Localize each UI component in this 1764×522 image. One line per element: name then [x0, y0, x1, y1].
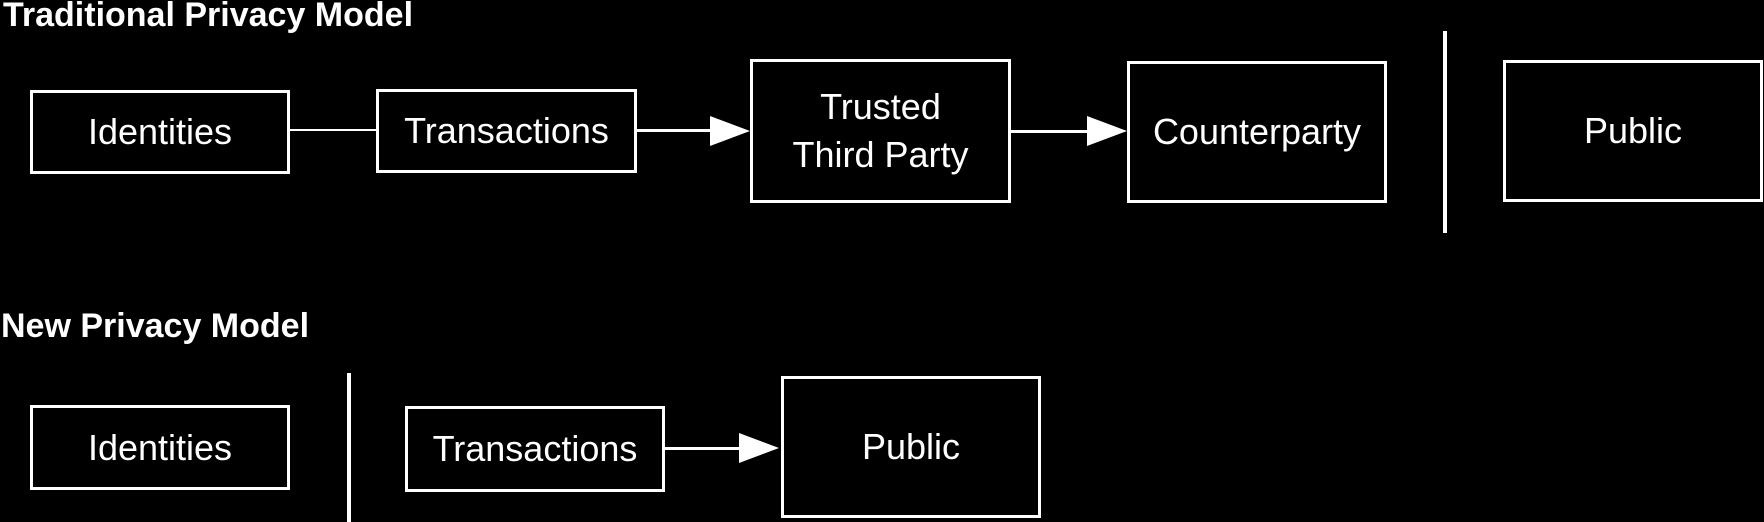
arrow-head-icon [1087, 116, 1127, 146]
node-public-traditional: Public [1503, 60, 1763, 202]
arrow-shaft-transactions-to-trusted-third-party [637, 129, 712, 132]
node-identities-new: Identities [30, 405, 290, 490]
node-counterparty: Counterparty [1127, 61, 1387, 203]
new-model-title: New Privacy Model [1, 307, 310, 345]
node-transactions-traditional: Transactions [376, 89, 637, 173]
node-transactions-new: Transactions [405, 406, 665, 492]
arrow-shaft-transactions-to-public [665, 447, 740, 450]
node-public-new: Public [781, 376, 1041, 518]
arrow-head-icon [710, 116, 750, 146]
privacy-divider-new [347, 373, 351, 522]
arrow-head-icon [739, 433, 779, 463]
traditional-model-title: Traditional Privacy Model [3, 0, 414, 34]
privacy-divider-traditional [1443, 31, 1447, 233]
node-trusted-third-party: Trusted Third Party [750, 59, 1011, 203]
node-identities-traditional: Identities [30, 90, 290, 174]
connector-identities-transactions [290, 129, 376, 131]
arrow-shaft-trusted-third-party-to-counterparty [1011, 130, 1089, 133]
